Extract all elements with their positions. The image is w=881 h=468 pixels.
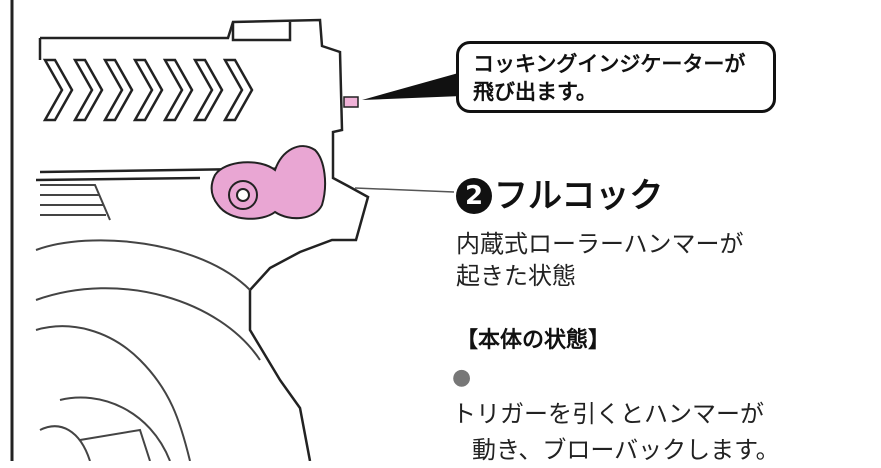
callout-line-2: 飛び出ます。 bbox=[473, 80, 597, 104]
description-line-2: 起きた状態 bbox=[456, 262, 576, 290]
body-state-line-1-text: トリガーを引くとハンマーが bbox=[452, 400, 764, 428]
description-line-1: 内蔵式ローラーハンマーが bbox=[456, 230, 744, 258]
frame-details bbox=[35, 184, 261, 462]
bullet-icon: ● bbox=[452, 365, 472, 390]
cocking-indicator bbox=[343, 96, 359, 108]
body-state-line-2: 動き、ブローバックします。 bbox=[472, 436, 780, 464]
leader-line bbox=[354, 187, 455, 193]
body-state-text: ● トリガーを引くとハンマーが 動き、ブローバックします。 bbox=[452, 360, 780, 468]
step-description: 内蔵式ローラーハンマーが 起きた状態 bbox=[456, 228, 744, 292]
body-state-heading: 【本体の状態】 bbox=[456, 328, 611, 353]
step-title-text: フルコック bbox=[494, 176, 664, 216]
slide-serrations bbox=[42, 58, 254, 122]
step-number-badge: 2 bbox=[456, 178, 492, 214]
body-state-line-1: ● トリガーを引くとハンマーが bbox=[452, 360, 780, 432]
hammer bbox=[210, 145, 327, 220]
callout-pointer bbox=[362, 72, 462, 100]
callout-box: コッキングインジケーターが 飛び出ます。 bbox=[456, 41, 776, 113]
callout-line-1: コッキングインジケーターが bbox=[473, 52, 746, 76]
